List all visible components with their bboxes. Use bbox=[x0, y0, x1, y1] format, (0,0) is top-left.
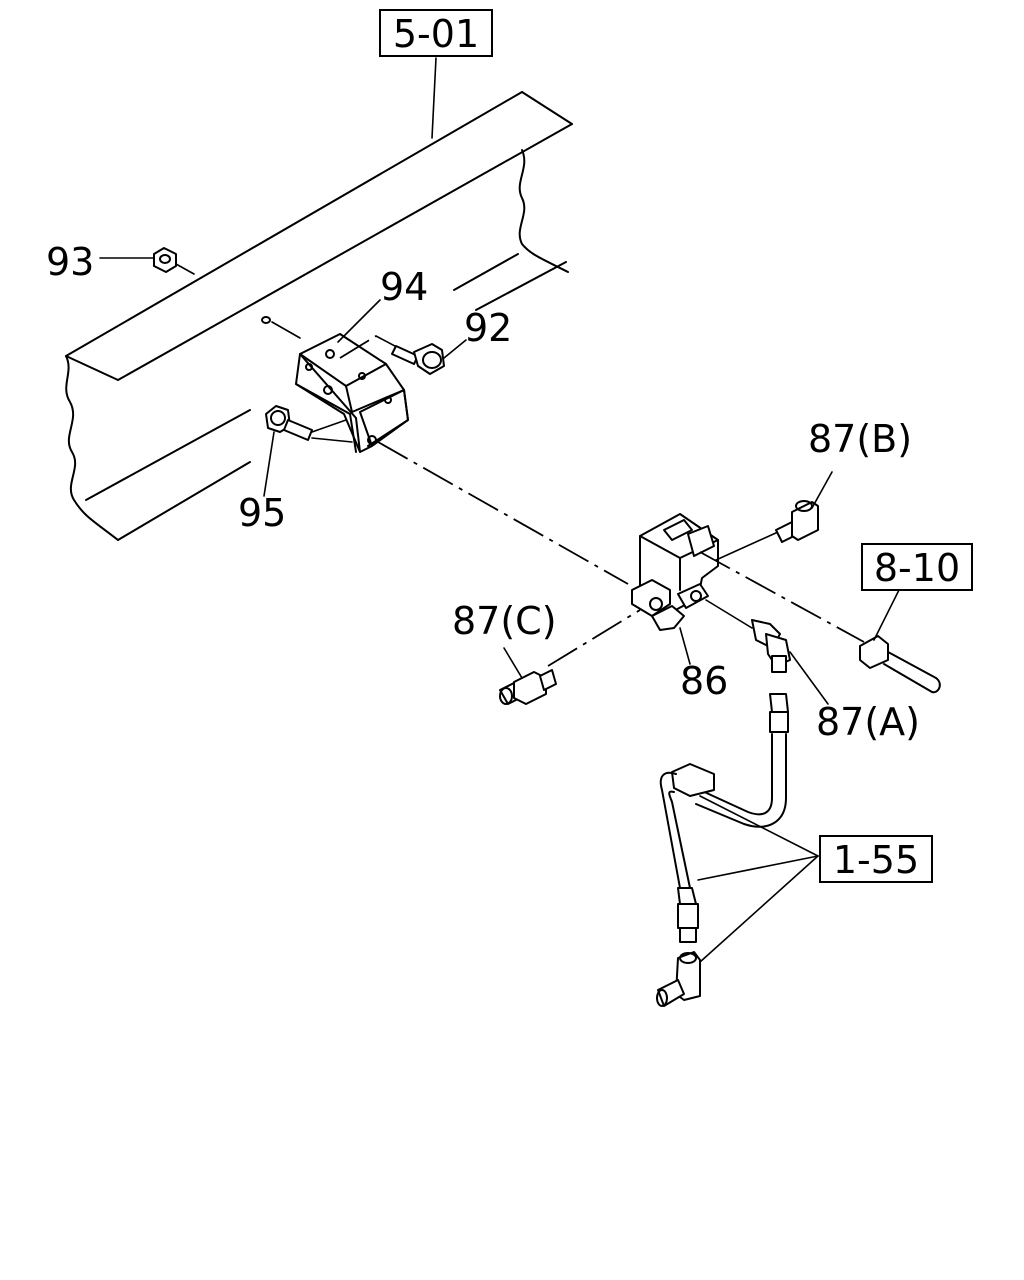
callout-86: 86 bbox=[680, 659, 728, 703]
callout-87b: 87(B) bbox=[808, 417, 912, 461]
connector-87c bbox=[499, 609, 641, 705]
mount-line bbox=[377, 441, 629, 585]
pipes-ref-label: 1-55 bbox=[833, 838, 919, 882]
bolt-92 bbox=[339, 335, 467, 375]
harness-ref-box bbox=[861, 543, 973, 591]
connector-87a bbox=[705, 599, 829, 705]
nut-93 bbox=[99, 247, 195, 275]
pipes-1-55 bbox=[656, 693, 819, 1007]
frame-ref-label: 5-01 bbox=[393, 12, 479, 56]
connector-87b bbox=[715, 471, 833, 561]
callout-95: 95 bbox=[238, 491, 286, 535]
callout-87a: 87(A) bbox=[816, 700, 920, 744]
bolt-95 bbox=[263, 405, 353, 497]
callout-93: 93 bbox=[46, 240, 94, 284]
harness-8-10 bbox=[699, 551, 941, 694]
pipes-ref-box bbox=[819, 835, 933, 883]
harness-ref-label: 8-10 bbox=[874, 546, 960, 590]
callout-87c: 87(C) bbox=[452, 599, 557, 643]
frame-ref-box bbox=[379, 9, 493, 57]
frame-leader bbox=[431, 57, 437, 139]
bracket-94 bbox=[271, 299, 409, 453]
callout-94: 94 bbox=[380, 265, 428, 309]
frame-rail bbox=[65, 91, 573, 541]
callout-92: 92 bbox=[464, 306, 512, 350]
valve-86 bbox=[631, 513, 719, 665]
